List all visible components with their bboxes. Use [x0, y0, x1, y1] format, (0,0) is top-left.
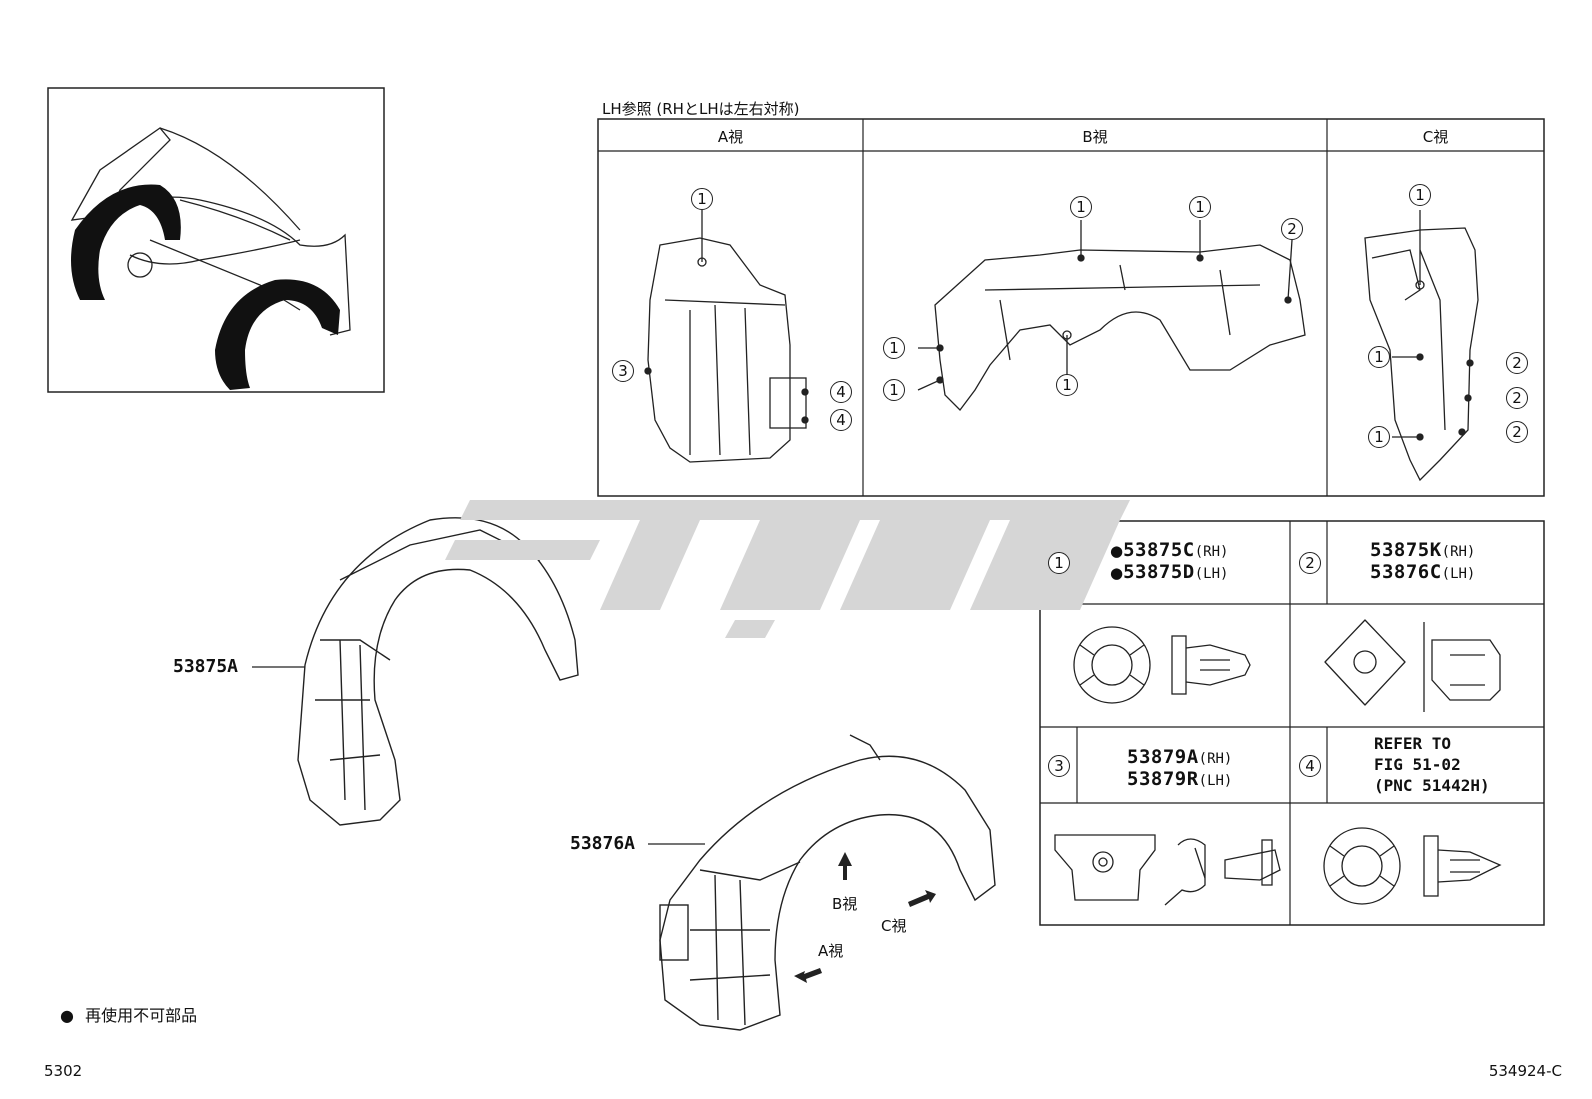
- side-lh: (LH): [1198, 773, 1233, 789]
- view-a-header: A視: [717, 128, 744, 146]
- watermark-logo: [445, 500, 1130, 638]
- fastener-1-line-rh: ●53875C(RH): [1110, 539, 1290, 561]
- view-c-header: C視: [1422, 128, 1449, 146]
- side-lh: (LH): [1441, 566, 1476, 582]
- view-c-drawing: [1364, 210, 1479, 482]
- non-reusable-bullet: ●: [60, 1006, 74, 1025]
- part-number: 53879R: [1127, 768, 1199, 790]
- side-rh: (RH): [1198, 751, 1233, 767]
- clip-1-drawing: [1073, 626, 1251, 704]
- clip-3-drawing: [1054, 834, 1281, 906]
- view-arrows: [794, 852, 936, 983]
- refer-pnc: (PNC 51442H): [1374, 776, 1490, 795]
- view-arrow-c-label: C視: [881, 917, 907, 935]
- callout-1: 1: [1189, 196, 1211, 218]
- fastener-3-line-rh: 53879A(RH): [1127, 746, 1287, 768]
- fastener-2-part-list: 53875K(RH) 53876C(LH): [1370, 539, 1540, 583]
- fastener-table-frame: [1039, 520, 1545, 926]
- callout-4: 4: [830, 409, 852, 431]
- view-b-drawing: [917, 220, 1306, 411]
- view-a-drawing: [644, 210, 809, 463]
- non-reusable-mark: ●: [1110, 564, 1124, 582]
- side-rh: (RH): [1194, 544, 1229, 560]
- legend-non-reusable: ● 再使用不可部品: [60, 1002, 197, 1026]
- callout-1: 1: [883, 337, 905, 359]
- callout-1: 1: [883, 379, 905, 401]
- fastener-2-line-lh: 53876C(LH): [1370, 561, 1540, 583]
- fastener-4-refer-note: REFER TO FIG 51-02 (PNC 51442H): [1374, 733, 1490, 796]
- part-number-53876a: 53876A: [570, 833, 636, 854]
- part-number: 53879A: [1127, 746, 1199, 768]
- footer-illustration-id: 534924-C: [1488, 1062, 1562, 1080]
- part-number: 53875D: [1123, 561, 1195, 583]
- callout-1: 1: [1368, 346, 1390, 368]
- lh-reference-label: LH参照 (RHとLHは左右対称): [602, 100, 800, 118]
- callout-1: 1: [691, 188, 713, 210]
- fastener-1-part-list: ●53875C(RH) ●53875D(LH): [1110, 539, 1290, 583]
- callout-2: 2: [1506, 352, 1528, 374]
- part-number: 53875C: [1123, 539, 1195, 561]
- fastener-2-line-rh: 53875K(RH): [1370, 539, 1540, 561]
- footer-section-code: 5302: [44, 1062, 83, 1080]
- liner-53875a-drawing: [297, 517, 579, 826]
- view-arrow-b-label: B視: [832, 895, 858, 913]
- refer-figure: FIG 51-02: [1374, 755, 1461, 774]
- callout-2: 2: [1281, 218, 1303, 240]
- liner-53876a-drawing: [659, 734, 996, 1031]
- legend-text: 再使用不可部品: [85, 1006, 198, 1025]
- fastener-3-line-lh: 53879R(LH): [1127, 768, 1287, 790]
- fastener-3-part-list: 53879A(RH) 53879R(LH): [1127, 746, 1287, 790]
- callout-1: 1: [1368, 426, 1390, 448]
- callout-2: 2: [1506, 387, 1528, 409]
- part-number: 53875K: [1370, 539, 1442, 561]
- callout-4: 4: [830, 381, 852, 403]
- fastener-4-number: 4: [1299, 755, 1321, 777]
- part-number-53875a: 53875A: [173, 656, 239, 677]
- side-lh: (LH): [1194, 566, 1229, 582]
- callout-3: 3: [612, 360, 634, 382]
- clip-2-drawing: [1324, 619, 1501, 712]
- callout-1: 1: [1070, 196, 1092, 218]
- callout-2: 2: [1506, 421, 1528, 443]
- callout-1: 1: [1409, 184, 1431, 206]
- fastener-2-number: 2: [1299, 552, 1321, 574]
- non-reusable-mark: ●: [1110, 542, 1124, 560]
- callout-1: 1: [1056, 374, 1078, 396]
- part-number: 53876C: [1370, 561, 1442, 583]
- overview-liners-black: [71, 184, 340, 390]
- fastener-3-number: 3: [1048, 755, 1070, 777]
- clip-4-drawing: [1323, 827, 1502, 905]
- view-arrow-a-label: A視: [818, 942, 844, 960]
- fastener-1-line-lh: ●53875D(LH): [1110, 561, 1290, 583]
- view-table-frame: [597, 118, 1545, 497]
- fastener-1-number: 1: [1048, 552, 1070, 574]
- refer-line: REFER TO: [1374, 734, 1452, 753]
- view-b-header: B視: [1082, 128, 1108, 146]
- side-rh: (RH): [1441, 544, 1476, 560]
- overview-frame: [47, 87, 385, 393]
